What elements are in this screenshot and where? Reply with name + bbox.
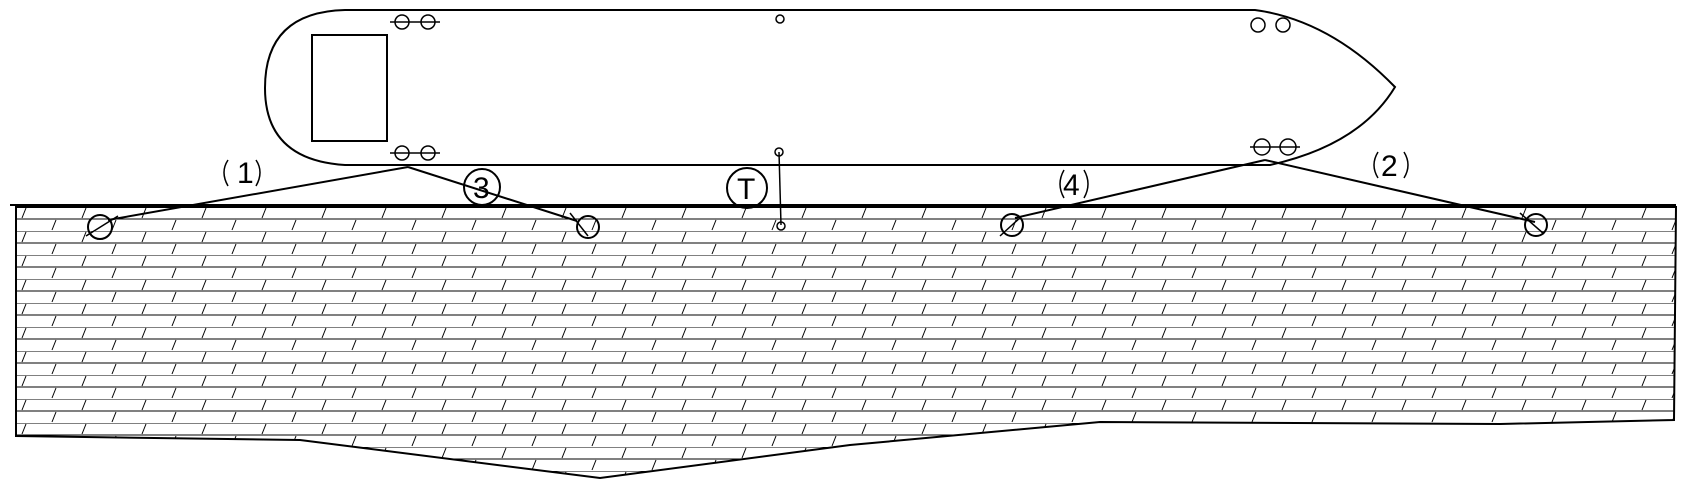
label-t-text: T xyxy=(737,173,755,206)
top-mid-point xyxy=(775,14,785,24)
mooring-line-1 xyxy=(107,166,409,221)
label-3-text: 3 xyxy=(473,172,490,205)
bollard-top-aft xyxy=(390,14,440,30)
bollard-top-fore xyxy=(1250,17,1291,33)
label-line-3: 3 xyxy=(463,168,501,206)
label-line-1: 1 xyxy=(223,157,261,190)
anchor-3 xyxy=(569,212,600,239)
mooring-line-2 xyxy=(1264,159,1536,223)
seabed-ground xyxy=(15,206,1678,480)
anchor-4 xyxy=(999,213,1024,237)
label-2-text: 2 xyxy=(1381,150,1398,183)
sensor-bottom-node xyxy=(776,221,786,231)
deckhouse xyxy=(311,34,388,142)
label-marker-t: T xyxy=(726,167,768,209)
label-line-4: 4 xyxy=(1059,169,1089,202)
vessel-hull xyxy=(263,9,1397,166)
mooring-line-4 xyxy=(1014,159,1266,219)
mooring-line-3 xyxy=(407,166,578,222)
sensor-top-node xyxy=(774,147,784,157)
bollard-bottom-aft xyxy=(390,145,440,161)
label-4-text: 4 xyxy=(1063,169,1080,202)
label-1-text: 1 xyxy=(237,157,254,190)
sensor-cable xyxy=(778,151,782,226)
label-line-2: 2 xyxy=(1373,150,1409,183)
bollard-bottom-fore xyxy=(1250,138,1300,156)
anchor-2 xyxy=(1519,212,1548,237)
anchor-1 xyxy=(85,214,119,240)
